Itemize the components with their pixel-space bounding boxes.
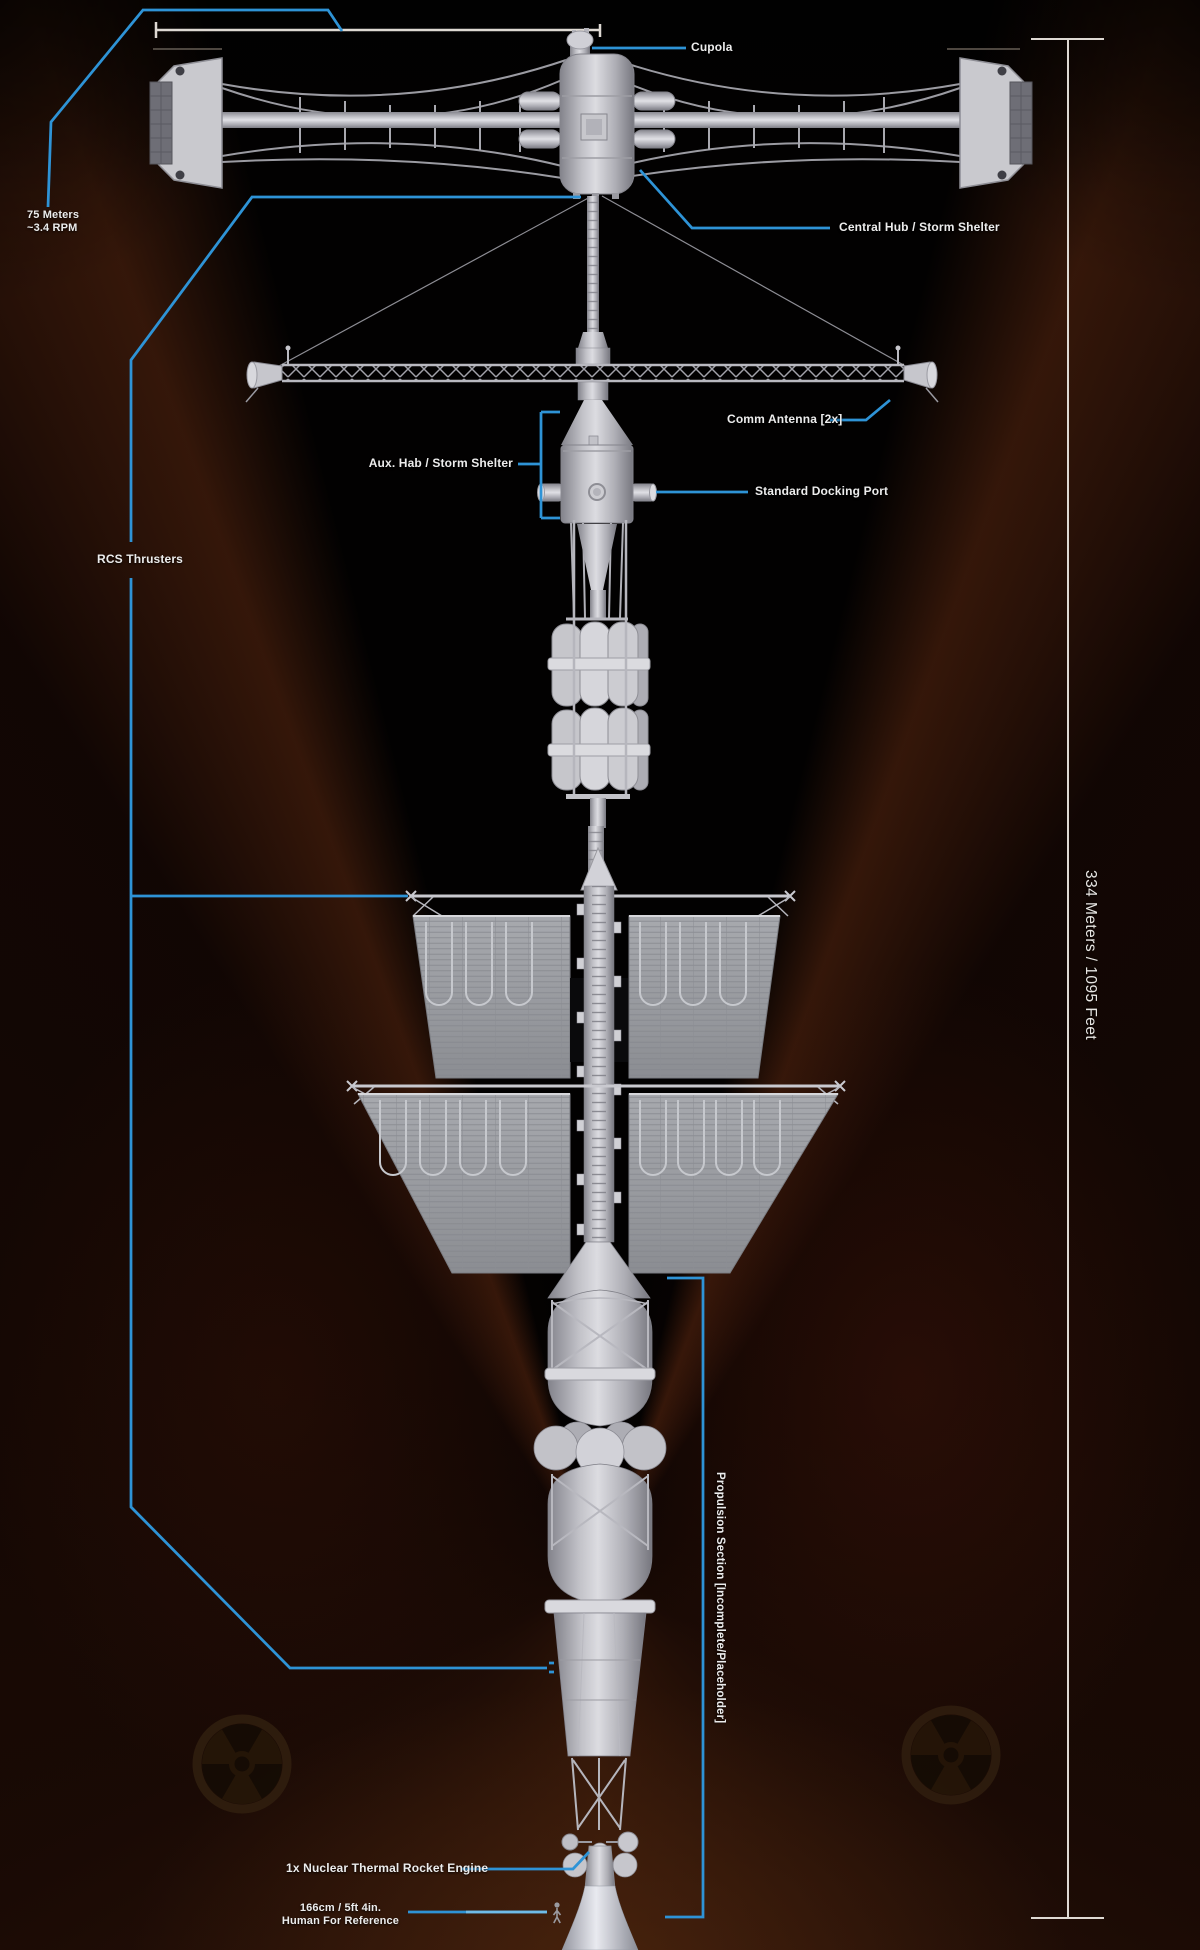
heat-pipe-loops-2 [379, 1100, 781, 1176]
label-rotation-radius: 75 Meters ~3.4 RPM [27, 209, 79, 234]
label-rotation-radius-value: 75 Meters [27, 209, 80, 221]
cupola-module [566, 28, 594, 50]
label-human-caption: Human For Reference [281, 1914, 400, 1927]
label-cupola: Cupola [691, 40, 733, 54]
radiation-trefoil-icon-right [901, 1705, 1001, 1805]
label-propulsion-section: Propulsion Section [Incomplete/Placehold… [714, 1472, 726, 1724]
guy-wires [267, 195, 917, 373]
label-aux-hab: Aux. Hab / Storm Shelter [368, 456, 513, 470]
heat-pipe-loops-1 [425, 922, 747, 1006]
rotating-habitat-assembly [149, 28, 1033, 199]
central-hub [559, 28, 635, 199]
radiator-tier-1 [405, 826, 796, 1079]
label-rotation-rate-value: ~3.4 RPM [27, 221, 78, 234]
label-overall-length: 334 Meters / 1095 Feet [1082, 870, 1099, 1041]
propulsion-section [533, 1241, 667, 1950]
callout-line-propulsion [665, 1276, 705, 1919]
hab-module-left [149, 57, 223, 189]
overall-length-measure-line [1031, 38, 1104, 1919]
antenna-dish-left [245, 345, 291, 403]
aux-hab-stack [537, 381, 657, 524]
spherical-tanks [533, 1421, 667, 1477]
spine-tabs [576, 903, 622, 1236]
callout-line-comm-antenna [830, 398, 891, 422]
callout-line-rcs [129, 195, 581, 1674]
tank-cluster-section [547, 520, 651, 828]
docking-port-right [632, 483, 657, 502]
label-engine: 1x Nuclear Thermal Rocket Engine [286, 1861, 489, 1875]
label-docking-port: Standard Docking Port [755, 484, 889, 498]
radius-measure-bracket [154, 22, 602, 38]
callout-bracket-aux-hab [518, 410, 560, 520]
hab-module-right [959, 57, 1033, 189]
callout-line-rotation-radius [46, 8, 344, 208]
human-figure [552, 1902, 562, 1924]
antenna-dish-right [895, 345, 939, 403]
engine-nozzle [561, 1885, 639, 1950]
callout-line-engine [461, 1851, 591, 1871]
radiator-spine [576, 885, 622, 1243]
engine-truss [571, 1757, 627, 1831]
radiation-trefoil-icon-left [192, 1714, 292, 1814]
engine-rcs-pods [561, 1831, 639, 1853]
engine-frustum [553, 1612, 647, 1757]
arm-cables [221, 59, 961, 179]
label-human-height: 166cm / 5ft 4in. [299, 1902, 382, 1914]
lh2-tank-2 [547, 1463, 653, 1605]
callout-line-central-hub [638, 169, 830, 230]
label-comm-antenna: Comm Antenna [2x] [727, 412, 843, 426]
upper-mast [267, 195, 917, 373]
comm-antenna-truss [245, 345, 939, 403]
boom-tip-rcs-quads [405, 890, 796, 902]
label-central-hub: Central Hub / Storm Shelter [839, 220, 1000, 234]
label-rcs-thrusters: RCS Thrusters [97, 552, 183, 566]
label-human-reference: 166cm / 5ft 4in. Human For Reference [278, 1902, 403, 1927]
